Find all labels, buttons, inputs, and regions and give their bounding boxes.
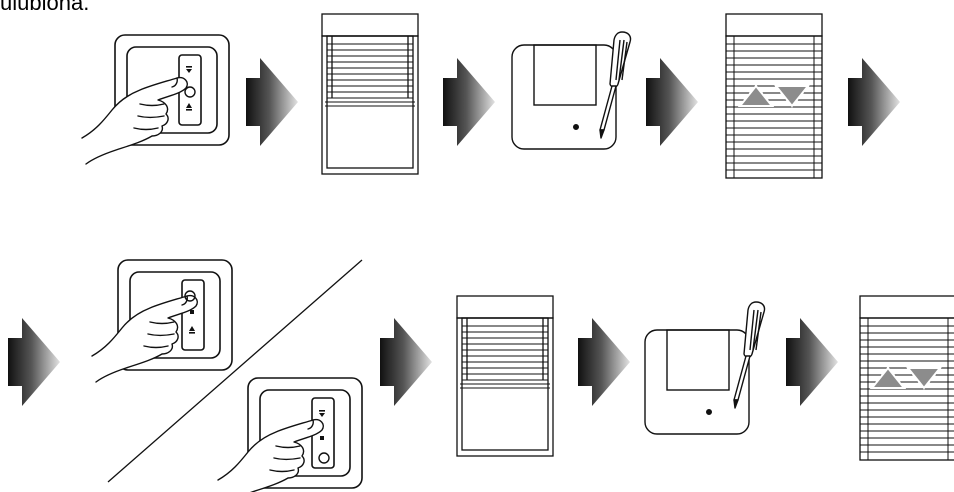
divider-line [107,259,363,483]
blind-icon [456,295,554,457]
switch-plate-3 [247,377,363,489]
switch-plate-1 [114,34,230,146]
arrow-right-icon [578,318,630,406]
arrow-right-icon [848,58,900,146]
hand-pressing-switch-icon [81,76,188,165]
receiver-box-icon [644,329,750,435]
blind-with-triangles-icon [859,295,954,461]
blind-with-triangles-icon [725,13,823,179]
arrow-right-icon [380,318,432,406]
arrow-right-icon [246,58,298,146]
caption-text: ulubiona. [0,0,90,15]
arrow-right-icon [646,58,698,146]
arrow-right-icon [786,318,838,406]
arrow-right-icon [443,58,495,146]
arrow-right-icon [8,318,60,406]
blind-icon [321,13,419,175]
hand-pressing-switch-icon [217,418,324,492]
switch-plate-2 [117,259,233,371]
screwdriver-icon [599,31,632,139]
